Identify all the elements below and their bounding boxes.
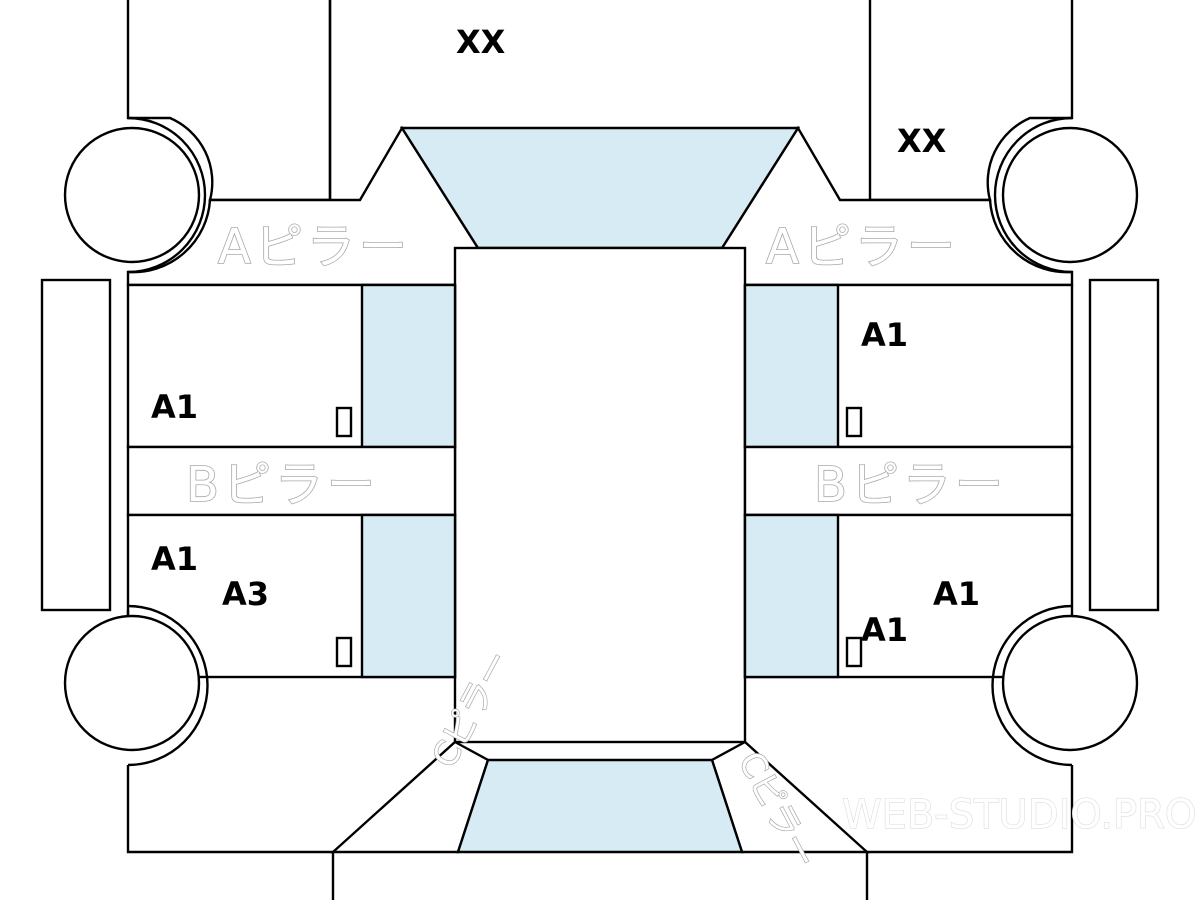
b-pillar-right-label: Bピラー [814, 457, 1007, 513]
left-rear-window [360, 513, 457, 679]
left-rear-handle [335, 636, 353, 668]
right-front-window [743, 283, 840, 449]
watermark: WEB-STUDIO.PRO [842, 792, 1196, 838]
rear-right-wheel [1001, 614, 1139, 752]
b-pillar-right-band [743, 445, 1074, 517]
front-center-label: XX [456, 23, 506, 61]
rear-left-quarter [126, 765, 333, 854]
left-front-handle [335, 406, 353, 438]
a-pillar-right-label: Aピラー [766, 219, 959, 275]
right-rear-window [743, 513, 840, 679]
roof [453, 246, 747, 744]
a-pillar-left-label: Aピラー [218, 219, 411, 275]
rear-left-wheel-arch [127, 604, 209, 767]
left-rear-door-label-2: A3 [222, 575, 269, 613]
front-right-label: XX [897, 122, 947, 160]
rear-window [456, 758, 744, 854]
right-rear-handle [845, 636, 863, 668]
b-pillar-left-band [126, 445, 457, 517]
front-left-wheel [63, 126, 201, 264]
hood-right-outline [868, 0, 1074, 202]
rear-left-wheel [63, 614, 201, 752]
right-rear-door-label-1: A1 [933, 575, 980, 613]
right-rear-door-label-2: A1 [861, 611, 908, 649]
hood-outline [126, 0, 332, 202]
right-front-handle [845, 406, 863, 438]
left-rear-door-label-1: A1 [151, 540, 198, 578]
front-right-wheel-arch [993, 116, 1073, 274]
rear-right-quarter [867, 765, 1074, 854]
right-side-step [1088, 278, 1160, 612]
front-right-wheel [1001, 126, 1139, 264]
trunk-outline [331, 852, 869, 900]
right-front-door-label: A1 [861, 316, 908, 354]
left-side-step [40, 278, 112, 612]
left-front-door-label: A1 [151, 388, 198, 426]
b-pillar-left-label: Bピラー [186, 457, 379, 513]
left-front-window [360, 283, 457, 449]
rear-right-wheel-arch [991, 604, 1073, 767]
front-left-wheel-arch [127, 116, 207, 274]
